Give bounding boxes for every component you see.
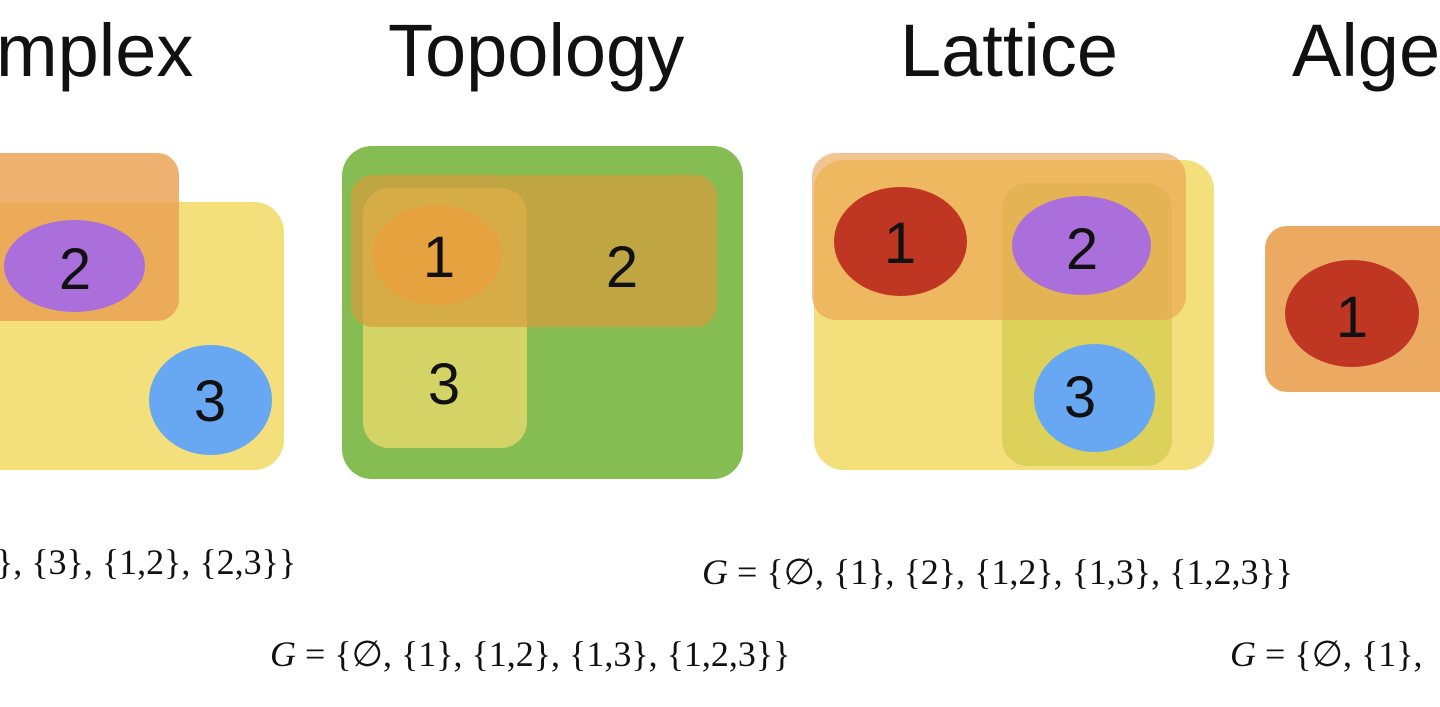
topology-formula-set: = {∅, {1}, {1,2}, {1,3}, {1,2,3}} — [296, 634, 791, 674]
complex-formula: }, {3}, {1,2}, {2,3}} — [0, 544, 296, 580]
lattice-formula-var: G — [702, 552, 728, 592]
complex-label-3: 3 — [193, 369, 227, 434]
title-topology: Topology — [388, 9, 685, 92]
topology-label-1: 1 — [422, 225, 456, 290]
complex-ellipse-2 — [4, 220, 145, 312]
lattice-ellipse-1 — [834, 187, 967, 296]
topology-formula-var: G — [270, 634, 296, 674]
complex-formula-set: }, {3}, {1,2}, {2,3}} — [0, 542, 297, 582]
lattice-formula: G = {∅, {1}, {2}, {1,2}, {1,3}, {1,2,3}} — [702, 554, 1293, 590]
lattice-ellipse-2 — [1012, 196, 1151, 295]
algebra-formula: G = {∅, {1}, — [1230, 636, 1423, 672]
complex-label-2: 2 — [58, 237, 92, 302]
title-complex: mplex — [0, 9, 194, 92]
lattice-ellipse-3 — [1034, 344, 1155, 452]
complex-ellipse-3 — [149, 345, 272, 455]
topology-formula: G = {∅, {1}, {1,2}, {1,3}, {1,2,3}} — [270, 636, 790, 672]
lattice-label-2: 2 — [1065, 217, 1099, 282]
algebra-ellipse-1 — [1285, 260, 1419, 367]
algebra-formula-var: G — [1230, 634, 1256, 674]
topology-label-3: 3 — [427, 352, 461, 417]
title-lattice: Lattice — [900, 9, 1119, 92]
topology-ellipse-1 — [372, 205, 502, 305]
title-algebra: Alge — [1292, 9, 1440, 92]
lattice-formula-set: = {∅, {1}, {2}, {1,2}, {1,3}, {1,2,3}} — [728, 552, 1294, 592]
lattice-label-3: 3 — [1063, 365, 1097, 430]
algebra-formula-set: = {∅, {1}, — [1256, 634, 1423, 674]
topology-label-2: 2 — [605, 235, 639, 300]
lattice-label-1: 1 — [883, 211, 917, 276]
algebra-label-1: 1 — [1335, 285, 1369, 350]
